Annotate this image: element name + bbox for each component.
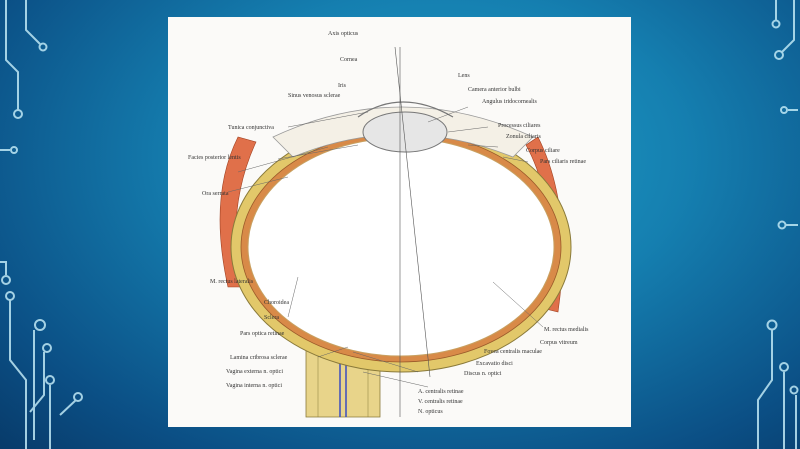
label-corpus-ciliare: Corpus ciliare xyxy=(526,148,560,154)
label-excavatio-disci: Excavatio disci xyxy=(476,361,513,367)
label-angulus-iridocornealis: Angulus iridocornealis xyxy=(482,99,537,105)
label-sinus-venosus: Sinus venosus sclerae xyxy=(288,93,341,99)
label-facies-posterior-lentis: Facies posterior lentis xyxy=(188,155,241,161)
label-vagina-interna: Vagina interna n. optici xyxy=(226,383,282,389)
label-discus-n-optici: Discus n. optici xyxy=(464,371,502,377)
label-zonula-ciliaris: Zonula ciliaris xyxy=(506,134,541,140)
label-pars-ciliaris-retinae: Pars ciliaris retinae xyxy=(540,159,586,165)
label-choroidea: Choroidea xyxy=(264,300,289,306)
label-vagina-externa: Vagina externa n. optici xyxy=(226,369,283,375)
label-iris: Iris xyxy=(338,83,346,89)
circuit-decoration-right xyxy=(757,0,799,449)
label-v-centralis: V. centralis retinae xyxy=(418,399,463,405)
circuit-decoration-left xyxy=(0,0,83,449)
label-fovea-centralis: Fovea centralis maculae xyxy=(484,349,542,355)
eye-anatomy-diagram: Axis opticus Cornea Iris Sinus venosus s… xyxy=(168,17,631,427)
label-a-centralis: A. centralis retinae xyxy=(418,389,464,395)
label-conjunctiva: Tunica conjunctiva xyxy=(228,125,274,131)
label-ora-serrata: Ora serrata xyxy=(202,191,229,197)
label-m-rectus-lateralis: M. rectus lateralis xyxy=(210,279,254,285)
label-processus-ciliares: Processus ciliares xyxy=(498,123,541,129)
label-cornea: Cornea xyxy=(340,57,358,63)
label-n-opticus: N. opticus xyxy=(418,409,443,415)
label-lamina-cribrosa: Lamina cribrosa sclerae xyxy=(230,355,288,361)
label-pars-optica-retinae: Pars optica retinae xyxy=(240,331,285,337)
label-corpus-vitreum: Corpus vitreum xyxy=(540,340,578,346)
label-axis-opticus: Axis opticus xyxy=(328,31,359,37)
label-m-rectus-medialis: M. rectus medialis xyxy=(544,327,589,333)
label-lens: Lens xyxy=(458,73,470,79)
label-camera-anterior: Camera anterior bulbi xyxy=(468,87,521,93)
eyeball-cross-section xyxy=(219,46,572,418)
label-sclera: Sclera xyxy=(264,315,279,321)
